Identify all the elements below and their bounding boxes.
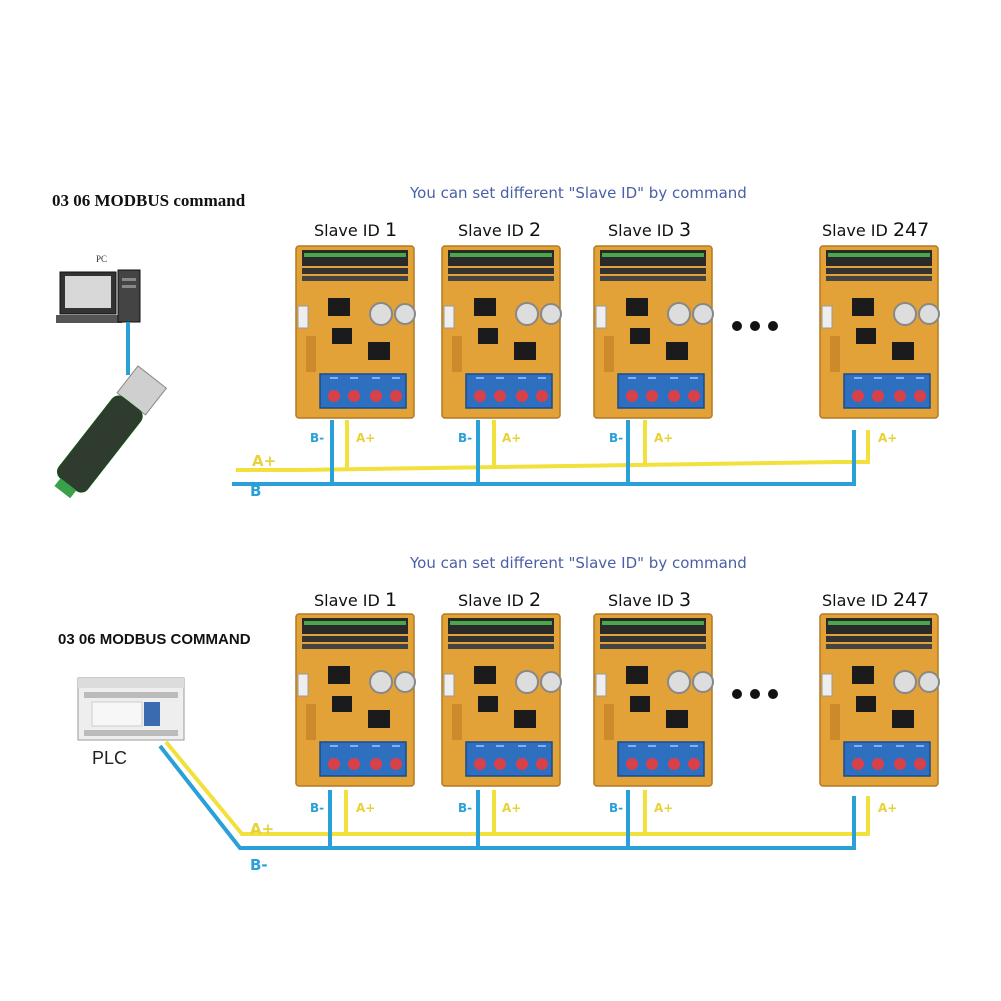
bottom-a-label-2: A+ bbox=[502, 801, 521, 815]
bottom-b-label-1: B- bbox=[310, 801, 324, 815]
top-slave-label-247: Slave ID 247 bbox=[822, 219, 929, 241]
top-a-label-1: A+ bbox=[356, 431, 375, 445]
top-bus-b-label: B bbox=[250, 482, 261, 500]
pc-computer-icon bbox=[56, 269, 141, 323]
bottom-a-label-3: A+ bbox=[654, 801, 673, 815]
top-a-label-2: A+ bbox=[502, 431, 521, 445]
bottom-slave-board-2 bbox=[441, 613, 562, 787]
usb-adapter-icon bbox=[54, 365, 168, 499]
bottom-heading: 03 06 MODBUS COMMAND bbox=[58, 631, 251, 648]
ellipsis-icon bbox=[732, 321, 778, 331]
bottom-slave-board-247 bbox=[819, 613, 940, 787]
top-a-label-3: A+ bbox=[654, 431, 673, 445]
bottom-a-label-247: A+ bbox=[878, 801, 897, 815]
top-slave-board-3 bbox=[593, 245, 714, 419]
top-b-label-1: B- bbox=[310, 431, 324, 445]
plc-label: PLC bbox=[92, 748, 127, 768]
top-b-label-3: B- bbox=[609, 431, 623, 445]
bottom-slave-label-247: Slave ID 247 bbox=[822, 589, 929, 611]
pc-label: PC bbox=[96, 254, 107, 264]
bottom-slave-label-1: Slave ID 1 bbox=[314, 589, 397, 611]
ellipsis-icon bbox=[732, 689, 778, 699]
bottom-bus-a-label: A+ bbox=[250, 820, 274, 838]
top-heading: 03 06 MODBUS command bbox=[52, 191, 246, 210]
plc-device-icon bbox=[77, 677, 185, 741]
bottom-slave-label-2: Slave ID 2 bbox=[458, 589, 541, 611]
bottom-slave-board-3 bbox=[593, 613, 714, 787]
top-bus-a-label: A+ bbox=[252, 452, 276, 470]
top-slave-id-note: You can set different "Slave ID" by comm… bbox=[409, 184, 747, 202]
top-slave-board-2 bbox=[441, 245, 562, 419]
top-b-label-2: B- bbox=[458, 431, 472, 445]
bottom-b-label-2: B- bbox=[458, 801, 472, 815]
top-slave-label-2: Slave ID 2 bbox=[458, 219, 541, 241]
bottom-bus-b-label: B- bbox=[250, 856, 268, 874]
top-slave-label-3: Slave ID 3 bbox=[608, 219, 691, 241]
top-a-label-247: A+ bbox=[878, 431, 897, 445]
bottom-slave-board-1 bbox=[295, 613, 416, 787]
top-slave-label-1: Slave ID 1 bbox=[314, 219, 397, 241]
top-slave-board-247 bbox=[819, 245, 940, 419]
bottom-b-label-3: B- bbox=[609, 801, 623, 815]
top-slave-board-1 bbox=[295, 245, 416, 419]
bottom-slave-id-note: You can set different "Slave ID" by comm… bbox=[409, 554, 747, 572]
bottom-a-label-1: A+ bbox=[356, 801, 375, 815]
bottom-slave-label-3: Slave ID 3 bbox=[608, 589, 691, 611]
